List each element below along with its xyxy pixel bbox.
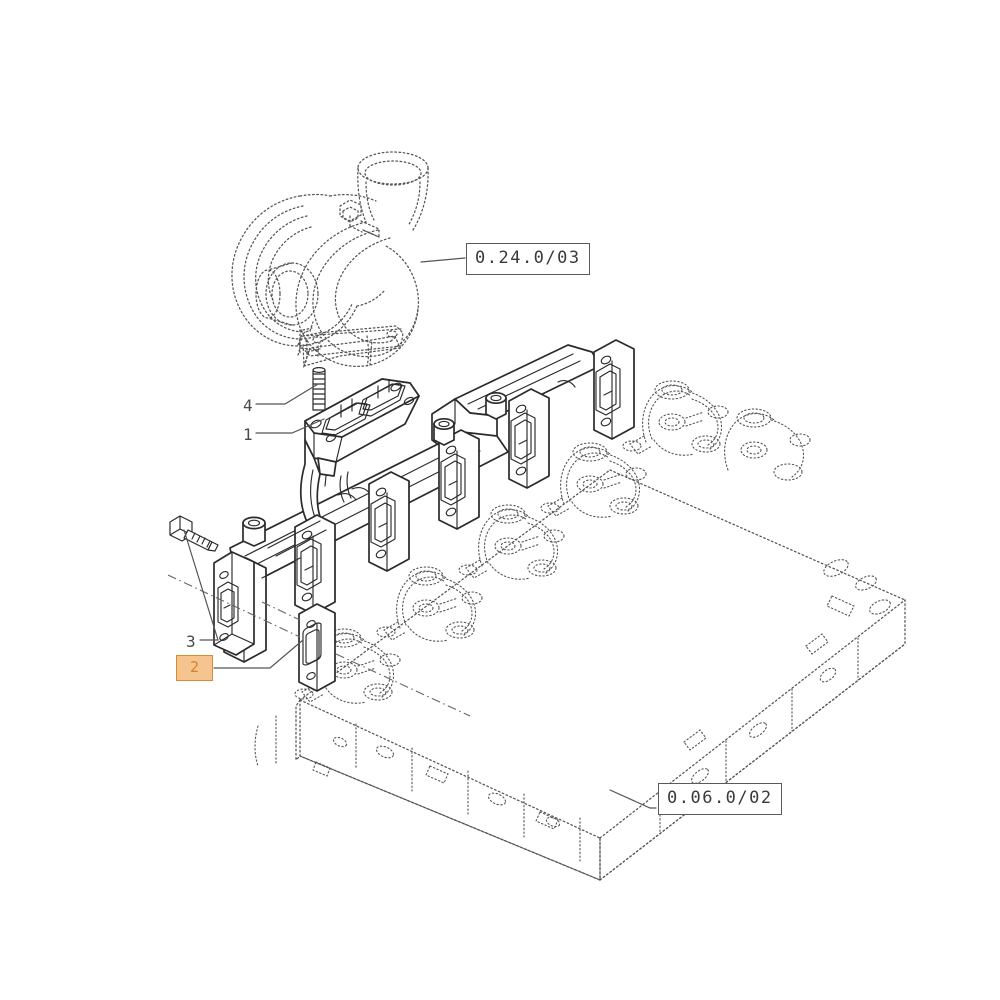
assembly-centerlines — [167, 574, 471, 717]
manifold-boss-left-upper — [242, 516, 266, 547]
turbo-leader-line — [420, 257, 466, 263]
reference-label-turbocharger[interactable]: 0.24.0/03 — [466, 243, 590, 275]
bolt-part-3 — [169, 515, 219, 552]
callout-number-3[interactable]: 3 — [186, 632, 196, 651]
manifold-port-flange-5 — [508, 388, 550, 489]
gasket-part-2 — [298, 603, 336, 692]
leader-callout-1 — [255, 418, 325, 434]
manifold-port-flange-3 — [368, 471, 410, 572]
manifold-port-flange-4 — [438, 429, 480, 530]
turbocharger-reference-drawing — [231, 151, 466, 369]
callout-number-1[interactable]: 1 — [243, 425, 253, 444]
cylinder-head-leader-line — [609, 789, 657, 809]
cylinder-head-reference-drawing — [254, 380, 906, 882]
manifold-boss-mid — [433, 417, 455, 446]
leader-callout-4 — [255, 383, 319, 405]
exhaust-manifold-part-1 — [213, 339, 635, 663]
manifold-boss-right — [485, 391, 507, 420]
callout-number-2-highlighted[interactable]: 2 — [176, 655, 214, 681]
callout-leader-lines — [183, 383, 325, 669]
manifold-port-flange-6 — [593, 339, 635, 440]
callout-number-4[interactable]: 4 — [243, 396, 253, 415]
reference-label-cylinder-head[interactable]: 0.06.0/02 — [658, 783, 782, 815]
leader-callout-2 — [213, 639, 304, 669]
leader-callout-3 — [183, 529, 219, 641]
stud-part-4 — [312, 367, 326, 411]
manifold-port-flange-2 — [294, 514, 336, 615]
